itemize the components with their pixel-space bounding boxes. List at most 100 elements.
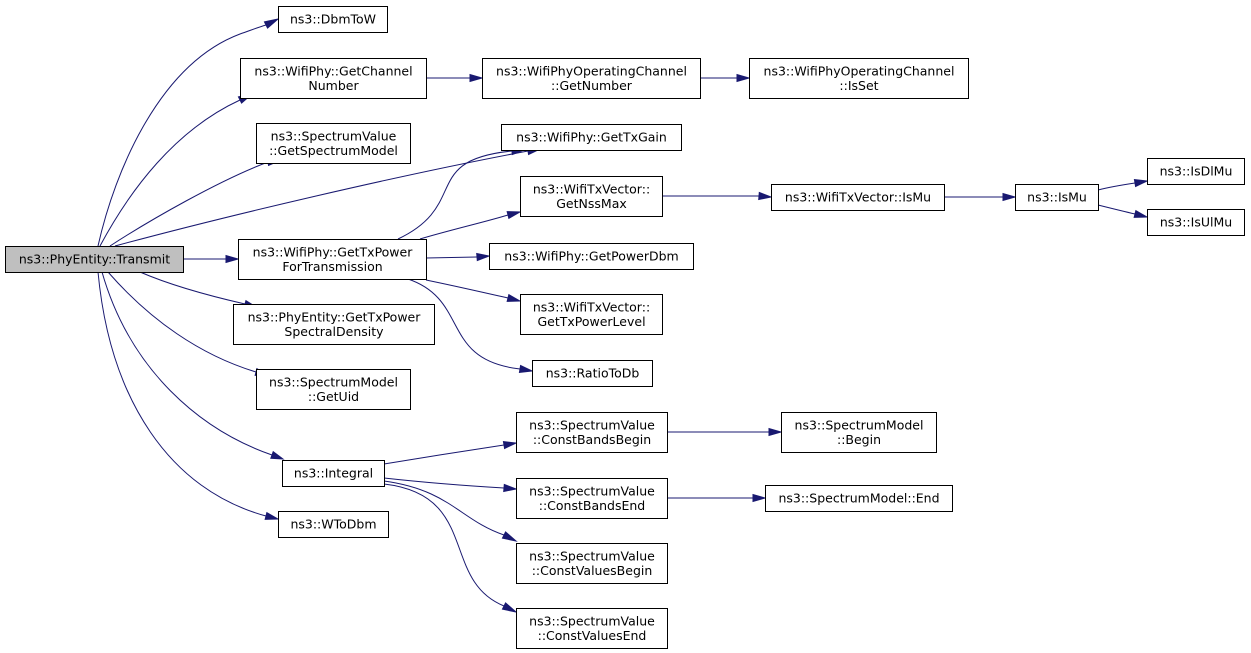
node-txvector-ismu[interactable]: ns3::WifiTxVector::IsMu [771,184,945,211]
node-box[interactable] [771,184,945,211]
edge-gettxpowerfortx-to-gettxgain [397,146,526,240]
node-label-line: ns3::DbmToW [290,12,376,27]
node-box[interactable] [781,412,937,453]
node-label-line: ::Begin [837,432,881,447]
node-box[interactable] [749,58,969,99]
node-box[interactable] [278,511,389,538]
edge-transmit-to-dbmtow [97,18,280,247]
edge-line [383,444,505,465]
node-label-line: ns3::Integral [294,466,373,481]
node-label-line: ns3::SpectrumValue [529,417,655,432]
node-box[interactable] [5,246,184,273]
node-label-line: ns3::SpectrumValue [529,613,655,628]
edge-integral-to-constvaluesend [383,483,518,613]
node-label-line: GetNssMax [556,196,627,211]
node-isulmu[interactable]: ns3::IsUlMu [1147,209,1245,236]
node-gettxgain[interactable]: ns3::WifiPhy::GetTxGain [501,124,682,151]
edge-arrowhead [518,364,534,374]
edge-arrowhead [264,511,280,520]
node-label-line: ::ConstValuesBegin [532,563,653,578]
node-constbandsend[interactable]: ns3::SpectrumValue::ConstBandsEnd [516,478,668,519]
edge-arrowhead [752,493,767,503]
node-opch-isset[interactable]: ns3::WifiPhyOperatingChannel::IsSet [749,58,969,99]
node-box[interactable] [520,294,663,335]
node-sm-end[interactable]: ns3::SpectrumModel::End [765,485,953,512]
node-constbandsbegin[interactable]: ns3::SpectrumValue::ConstBandsBegin [516,412,668,453]
node-box[interactable] [532,360,653,387]
node-box[interactable] [1147,158,1245,185]
node-box[interactable] [1147,209,1245,236]
node-wtodbm[interactable]: ns3::WToDbm [278,511,389,538]
node-box[interactable] [282,460,385,487]
node-ratiotodb[interactable]: ns3::RatioToDb [532,360,653,387]
node-constvaluesbegin[interactable]: ns3::SpectrumValue::ConstValuesBegin [516,543,668,584]
edge-line [97,271,267,517]
edge-transmit-to-getspectrummodel [109,157,283,247]
node-box[interactable] [501,124,682,151]
node-box[interactable] [489,243,694,270]
edge-gettxpowerfortx-to-ratiotodb [407,278,534,374]
node-box[interactable] [240,58,427,99]
edge-transmit-to-wtodbm [97,271,280,520]
node-box[interactable] [482,58,701,99]
node-box[interactable] [520,176,663,217]
node-label-line: ::ConstValuesEnd [538,628,647,643]
node-opch-getnumber[interactable]: ns3::WifiPhyOperatingChannel::GetNumber [482,58,701,99]
node-label-line: SpectralDensity [284,324,384,339]
node-dbmtow[interactable]: ns3::DbmToW [278,6,388,33]
node-box[interactable] [516,478,668,519]
edge-transmit-to-gettxpowerfortx [183,254,240,264]
edge-integral-to-constvaluesbegin [383,480,518,542]
node-getspectrummodel[interactable]: ns3::SpectrumValue::GetSpectrumModel [256,123,411,164]
node-label-line: ns3::SpectrumModel [269,374,398,389]
node-getuid[interactable]: ns3::SpectrumModel::GetUid [256,369,411,410]
node-sm-begin[interactable]: ns3::SpectrumModel::Begin [781,412,937,453]
node-ismu[interactable]: ns3::IsMu [1015,184,1099,211]
node-isdlmu[interactable]: ns3::IsDlMu [1147,158,1245,185]
node-label-line: ns3::WifiTxVector:: [533,181,650,196]
node-box[interactable] [238,239,427,280]
edge-txvector-ismu-to-ismu [944,192,1017,202]
node-label-line: ::ConstBandsBegin [533,432,651,447]
node-gettxpowerlevel[interactable]: ns3::WifiTxVector::GetTxPowerLevel [520,294,663,335]
edge-arrowhead [270,450,285,460]
node-integral[interactable]: ns3::Integral [282,460,385,487]
node-label-line: ns3::SpectrumValue [529,483,655,498]
node-box[interactable] [278,6,388,33]
node-label-line: ::GetUid [308,389,359,404]
edge-arrowhead [506,211,522,220]
node-box[interactable] [1015,184,1099,211]
edge-line [97,24,267,247]
node-box[interactable] [256,369,411,410]
node-label-line: ns3::WifiPhy::GetPowerDbm [504,249,678,264]
node-label-line: ns3::WifiPhy::GetTxPower [253,244,414,259]
node-getpowerdbm[interactable]: ns3::WifiPhy::GetPowerDbm [489,243,694,270]
edge-line [107,271,257,373]
node-box[interactable] [256,123,411,164]
node-box[interactable] [765,485,953,512]
edge-arrowhead [503,483,518,493]
edge-arrowhead [502,440,518,450]
node-transmit[interactable]: ns3::PhyEntity::Transmit [5,246,184,273]
edge-arrowhead [1133,178,1149,188]
edge-arrowhead [506,293,522,302]
node-constvaluesend[interactable]: ns3::SpectrumValue::ConstValuesEnd [516,608,668,649]
node-label-line: ns3::SpectrumModel [795,417,924,432]
node-label-line: ns3::SpectrumValue [529,548,655,563]
edge-ismu-to-isulmu [1097,204,1149,218]
node-label-line: ns3::WifiPhy::GetTxGain [516,130,667,145]
edge-getnssmax-to-txvector-ismu [662,191,773,201]
edge-line [425,256,478,259]
node-getnssmax[interactable]: ns3::WifiTxVector::GetNssMax [520,176,663,217]
node-box[interactable] [233,304,435,345]
edge-line [101,271,273,456]
edge-getchannelnumber-to-opch-getnumber [426,73,484,83]
edge-gettxpowerfortx-to-getnssmax [419,211,522,240]
node-box[interactable] [516,608,668,649]
node-box[interactable] [516,412,668,453]
node-box[interactable] [516,543,668,584]
node-gettxpowerpsd[interactable]: ns3::PhyEntity::GetTxPowerSpectralDensit… [233,304,435,345]
